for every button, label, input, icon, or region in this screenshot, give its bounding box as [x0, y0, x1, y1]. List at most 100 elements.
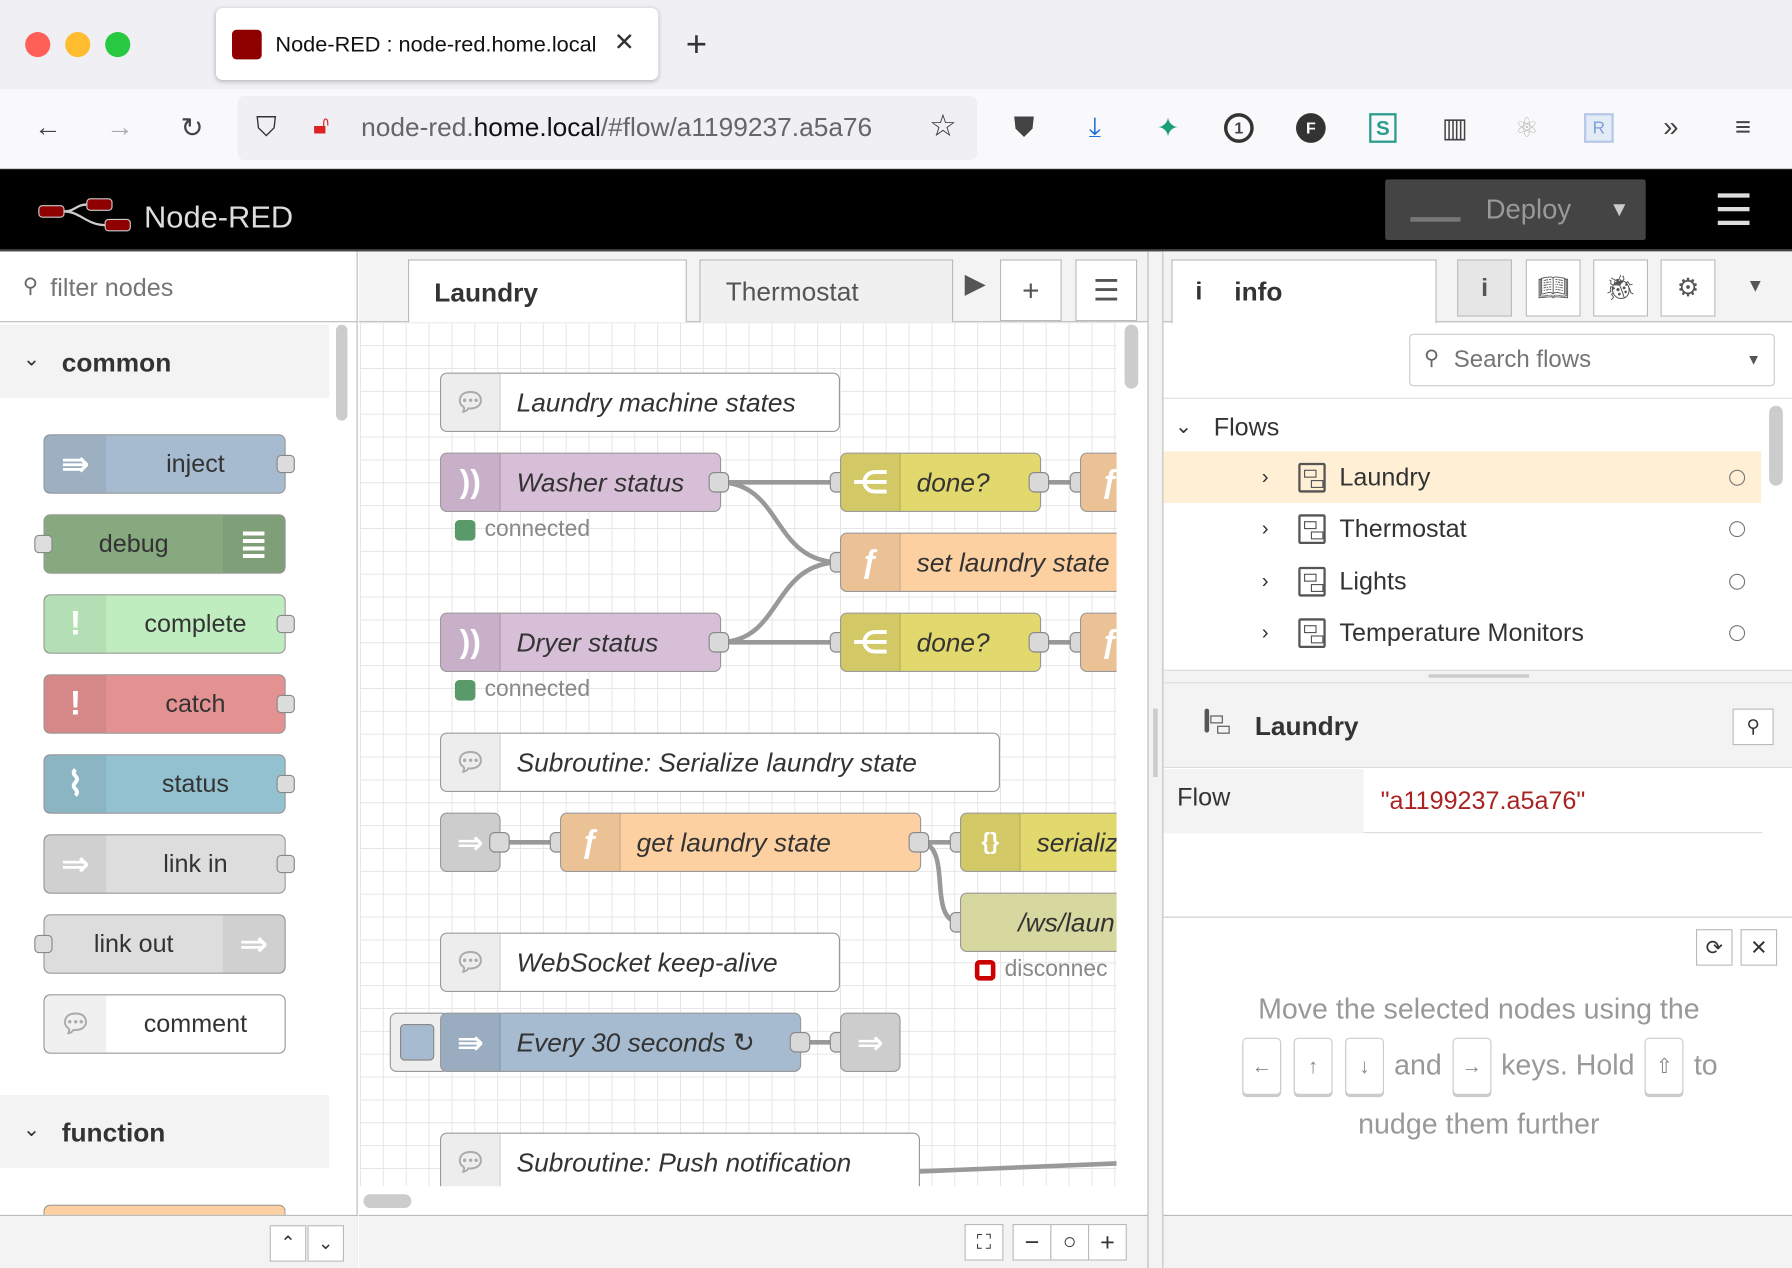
info-tab-button[interactable]: i	[1457, 259, 1512, 317]
pocket-icon[interactable]: ⛊	[1013, 111, 1035, 143]
flows-heading-row[interactable]: ⌄ Flows	[1163, 401, 1761, 452]
function-node-partial[interactable]: ƒ	[1079, 452, 1117, 512]
output-port[interactable]	[789, 1031, 811, 1053]
config-tab-button[interactable]: ⚙	[1660, 259, 1716, 317]
output-port[interactable]	[708, 631, 730, 653]
browser-menu-icon[interactable]: ≡	[1734, 111, 1751, 143]
flows-tree-scrollbar[interactable]	[1769, 405, 1783, 486]
palette-node-status[interactable]: ⌇ status	[43, 754, 295, 814]
extension-s-icon[interactable]: S	[1365, 110, 1402, 147]
minimize-window-icon[interactable]	[65, 31, 91, 58]
palette-node-debug[interactable]: debug ≣	[34, 514, 286, 574]
extension-f-icon[interactable]: F	[1293, 110, 1330, 147]
bookmark-star-icon[interactable]: ☆	[929, 108, 957, 143]
download-icon[interactable]: ⤓	[1088, 111, 1101, 143]
comment-node[interactable]: 💬︎ Subroutine: Serialize laundry state	[439, 732, 1000, 792]
collapse-all-icon[interactable]: ⌃	[269, 1225, 307, 1262]
palette-scrollbar[interactable]	[335, 324, 348, 421]
enabled-circle-icon[interactable]	[1729, 573, 1746, 590]
function-node-get-laundry-state[interactable]: ƒ get laundry state	[559, 812, 922, 872]
navigator-map-icon[interactable]: ⛶	[964, 1223, 1004, 1261]
output-port[interactable]	[1028, 471, 1050, 493]
close-window-icon[interactable]	[25, 31, 51, 58]
canvas-vertical-scrollbar[interactable]	[1124, 324, 1139, 389]
flow-canvas[interactable]: 💬︎ Laundry machine states )) Washer stat…	[359, 322, 1117, 1187]
url-text[interactable]: node-red.home.local/#flow/a1199237.a5a76	[361, 111, 873, 142]
switch-node-done[interactable]: ⋲ done?	[839, 612, 1042, 672]
maximize-window-icon[interactable]	[105, 31, 131, 58]
expand-all-icon[interactable]: ⌄	[307, 1225, 344, 1262]
output-port[interactable]	[276, 854, 295, 874]
output-port[interactable]	[1028, 631, 1050, 653]
link-out-node[interactable]: ⇒	[839, 1012, 901, 1072]
inject-node-every-30-seconds[interactable]: ⇛ Every 30 seconds ↻	[439, 1012, 802, 1072]
comment-node[interactable]: 💬︎ WebSocket keep-alive	[439, 932, 840, 992]
comment-node[interactable]: 💬︎ Subroutine: Push notification	[439, 1132, 920, 1187]
close-tip-icon[interactable]: ✕	[1740, 929, 1778, 966]
extension-bird-icon[interactable]: ✦	[1156, 112, 1180, 144]
zoom-reset-icon[interactable]: ○	[1050, 1223, 1090, 1261]
add-flow-button[interactable]: +	[999, 259, 1062, 322]
back-icon[interactable]: ←	[34, 111, 62, 143]
insecure-lock-icon[interactable]: 🔓︎	[313, 110, 330, 140]
find-flow-button[interactable]: ⚲	[1732, 708, 1774, 746]
search-flows[interactable]: ⚲ ▼	[1409, 333, 1775, 387]
websocket-out-node[interactable]: /ws/laun	[959, 892, 1117, 952]
output-port[interactable]	[489, 831, 510, 853]
flow-item-laundry[interactable]: › Laundry	[1163, 451, 1762, 503]
filter-nodes-input[interactable]	[50, 269, 325, 307]
switch-node-done[interactable]: ⋲ done?	[839, 452, 1042, 512]
palette-node-comment[interactable]: 💬︎ comment	[43, 994, 286, 1054]
palette-filter[interactable]: ⚲	[0, 251, 358, 323]
extension-r-icon[interactable]: R	[1581, 110, 1618, 147]
main-menu-icon[interactable]: ☰	[1714, 187, 1754, 236]
chevron-down-icon[interactable]: ▼	[1746, 350, 1761, 368]
tab-info[interactable]: i info	[1171, 259, 1437, 324]
output-port[interactable]	[276, 694, 295, 714]
extension-grid-icon[interactable]: ▥	[1441, 112, 1468, 144]
canvas-horizontal-scrollbar[interactable]	[363, 1194, 412, 1208]
flow-item-lights[interactable]: › Lights	[1163, 555, 1761, 606]
inject-trigger-button[interactable]	[389, 1012, 450, 1072]
help-tab-button[interactable]: 📖︎	[1525, 259, 1581, 317]
zoom-out-icon[interactable]: −	[1012, 1223, 1052, 1261]
palette-node-catch[interactable]: ! catch	[43, 674, 295, 734]
flow-item-temperature-monitors[interactable]: › Temperature Monitors	[1163, 607, 1761, 658]
enabled-circle-icon[interactable]	[1729, 469, 1746, 486]
tab-thermostat[interactable]: Thermostat	[699, 259, 954, 324]
new-tab-icon[interactable]: +	[685, 22, 708, 64]
refresh-tip-icon[interactable]: ⟳	[1695, 929, 1733, 966]
output-port[interactable]	[708, 471, 730, 493]
sidebar-menu-chevron-icon[interactable]: ▼	[1746, 276, 1765, 296]
palette-node-complete[interactable]: ! complete	[43, 594, 295, 654]
panel-divider[interactable]	[1163, 669, 1792, 684]
input-port[interactable]	[34, 934, 53, 954]
browser-tab[interactable]: Node-RED : node-red.home.local ✕	[215, 7, 659, 80]
close-tab-icon[interactable]: ✕	[613, 27, 635, 56]
deploy-button[interactable]: Deploy ▼	[1385, 179, 1646, 240]
search-flows-input[interactable]	[1453, 343, 1728, 376]
output-port[interactable]	[276, 774, 295, 794]
tab-laundry[interactable]: Laundry	[407, 259, 687, 325]
forward-icon[interactable]: →	[106, 111, 134, 143]
comment-node[interactable]: 💬︎ Laundry machine states	[439, 372, 840, 432]
dryer-status-node[interactable]: )) Dryer status	[439, 612, 722, 672]
address-bar[interactable]: ⛉ 🔓︎ node-red.home.local/#flow/a1199237.…	[237, 95, 978, 160]
output-port[interactable]	[276, 614, 295, 634]
scroll-tabs-right-icon[interactable]: ▶	[964, 268, 986, 300]
enabled-circle-icon[interactable]	[1729, 520, 1746, 537]
zoom-in-icon[interactable]: +	[1087, 1223, 1127, 1261]
debug-tab-button[interactable]: 🐞︎	[1593, 259, 1648, 317]
password-manager-icon[interactable]: 1	[1221, 110, 1258, 147]
palette-category-function[interactable]: ⌄ function	[0, 1094, 330, 1168]
output-port[interactable]	[908, 831, 930, 853]
sidebar-splitter[interactable]	[1147, 251, 1163, 1268]
enabled-circle-icon[interactable]	[1729, 624, 1746, 641]
list-flows-button[interactable]: ☰	[1075, 259, 1138, 322]
shield-icon[interactable]: ⛉	[255, 111, 277, 143]
function-node-partial[interactable]: ƒ	[1079, 612, 1117, 672]
reload-icon[interactable]: ↻	[180, 112, 204, 144]
flow-item-thermostat[interactable]: › Thermostat	[1163, 503, 1761, 554]
template-node-serialize[interactable]: {} serializ	[959, 812, 1117, 872]
palette-category-common[interactable]: ⌄ common	[0, 324, 330, 398]
